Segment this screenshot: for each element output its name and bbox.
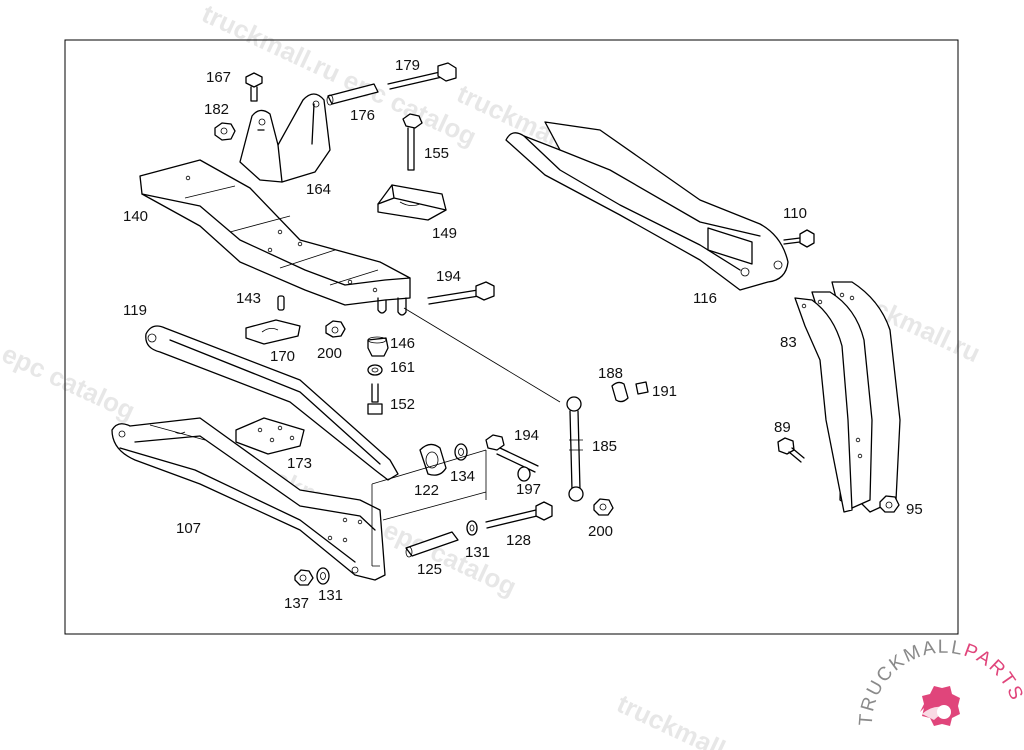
part-182-nut[interactable] <box>214 122 236 141</box>
part-107-frame-rail[interactable] <box>111 417 386 581</box>
part-161-washer[interactable] <box>367 364 383 376</box>
label-194[interactable]: 194 <box>514 427 539 444</box>
part-149-mount[interactable] <box>377 184 447 221</box>
label-188[interactable]: 188 <box>598 365 623 382</box>
part-188-bushing[interactable] <box>611 381 629 403</box>
part-179-bolt[interactable] <box>387 62 457 90</box>
part-labels: 167 182 179 176 164 155 149 140 194 143 … <box>123 57 923 612</box>
part-110-bolt[interactable] <box>783 229 815 248</box>
label-194[interactable]: 194 <box>436 268 461 285</box>
part-137-nut[interactable] <box>294 569 314 586</box>
part-140-crossmember[interactable] <box>139 159 411 316</box>
part-131-washer[interactable] <box>316 567 330 585</box>
label-191[interactable]: 191 <box>652 383 677 400</box>
label-152[interactable]: 152 <box>390 396 415 413</box>
part-200-nut[interactable] <box>593 498 614 516</box>
label-146[interactable]: 146 <box>390 335 415 352</box>
part-143-pin[interactable] <box>277 295 285 311</box>
label-173[interactable]: 173 <box>287 455 312 472</box>
part-176-pin[interactable] <box>326 83 379 106</box>
label-128[interactable]: 128 <box>506 532 531 549</box>
part-146-bushing[interactable] <box>367 336 389 357</box>
label-170[interactable]: 170 <box>270 348 295 365</box>
part-95-nut[interactable] <box>879 495 900 513</box>
gear-icon <box>920 686 960 726</box>
label-110[interactable]: 110 <box>783 205 807 222</box>
part-191-spacer[interactable] <box>635 381 649 395</box>
part-173-plate[interactable] <box>235 417 305 455</box>
part-152-bolt[interactable] <box>367 383 383 415</box>
label-140[interactable]: 140 <box>123 208 148 225</box>
label-164[interactable]: 164 <box>306 181 331 198</box>
part-155-bolt[interactable] <box>402 113 423 171</box>
label-143[interactable]: 143 <box>236 290 261 307</box>
label-89[interactable]: 89 <box>774 419 791 436</box>
part-128-bolt[interactable] <box>485 501 553 529</box>
label-95[interactable]: 95 <box>906 501 923 518</box>
label-200[interactable]: 200 <box>588 523 613 540</box>
label-131[interactable]: 131 <box>465 544 490 561</box>
label-131[interactable]: 131 <box>318 587 343 604</box>
part-185-link[interactable] <box>566 396 584 502</box>
label-119[interactable]: 119 <box>123 302 147 319</box>
part-167-bolt[interactable] <box>245 72 263 102</box>
part-89-bolt[interactable] <box>777 437 805 463</box>
part-83-brackets[interactable] <box>794 281 901 513</box>
label-137[interactable]: 137 <box>284 595 309 612</box>
label-155[interactable]: 155 <box>424 145 449 162</box>
label-107[interactable]: 107 <box>176 520 201 537</box>
part-125-pin[interactable] <box>405 531 459 558</box>
label-200[interactable]: 200 <box>317 345 342 362</box>
label-176[interactable]: 176 <box>350 107 375 124</box>
part-194-bolt[interactable] <box>427 281 495 305</box>
watermark-text: truckmall.ru <box>612 688 760 750</box>
label-197[interactable]: 197 <box>516 481 541 498</box>
part-122-bushing[interactable] <box>419 443 447 476</box>
label-125[interactable]: 125 <box>417 561 442 578</box>
part-134-washer[interactable] <box>454 443 468 461</box>
part-200-nut[interactable] <box>325 320 346 338</box>
part-119-leaf-spring[interactable] <box>145 325 399 481</box>
leader-lines <box>371 307 561 567</box>
label-167[interactable]: 167 <box>206 69 231 86</box>
part-164-bracket[interactable] <box>239 93 331 183</box>
part-197-spacer[interactable] <box>517 466 531 482</box>
part-131-washer[interactable] <box>466 520 478 536</box>
label-161[interactable]: 161 <box>390 359 415 376</box>
watermark-text: epc catalog <box>0 338 140 426</box>
label-83[interactable]: 83 <box>780 334 797 351</box>
label-149[interactable]: 149 <box>432 225 457 242</box>
diagram-frame <box>64 39 959 635</box>
label-122[interactable]: 122 <box>414 482 439 499</box>
part-170-plate[interactable] <box>245 319 301 345</box>
part-116-beam[interactable] <box>505 121 789 291</box>
label-179[interactable]: 179 <box>395 57 420 74</box>
truckmall-parts-logo: TRUCKMALLPARTS <box>856 637 1024 727</box>
label-116[interactable]: 116 <box>693 290 717 307</box>
label-134[interactable]: 134 <box>450 468 475 485</box>
label-185[interactable]: 185 <box>592 438 617 455</box>
label-182[interactable]: 182 <box>204 101 229 118</box>
